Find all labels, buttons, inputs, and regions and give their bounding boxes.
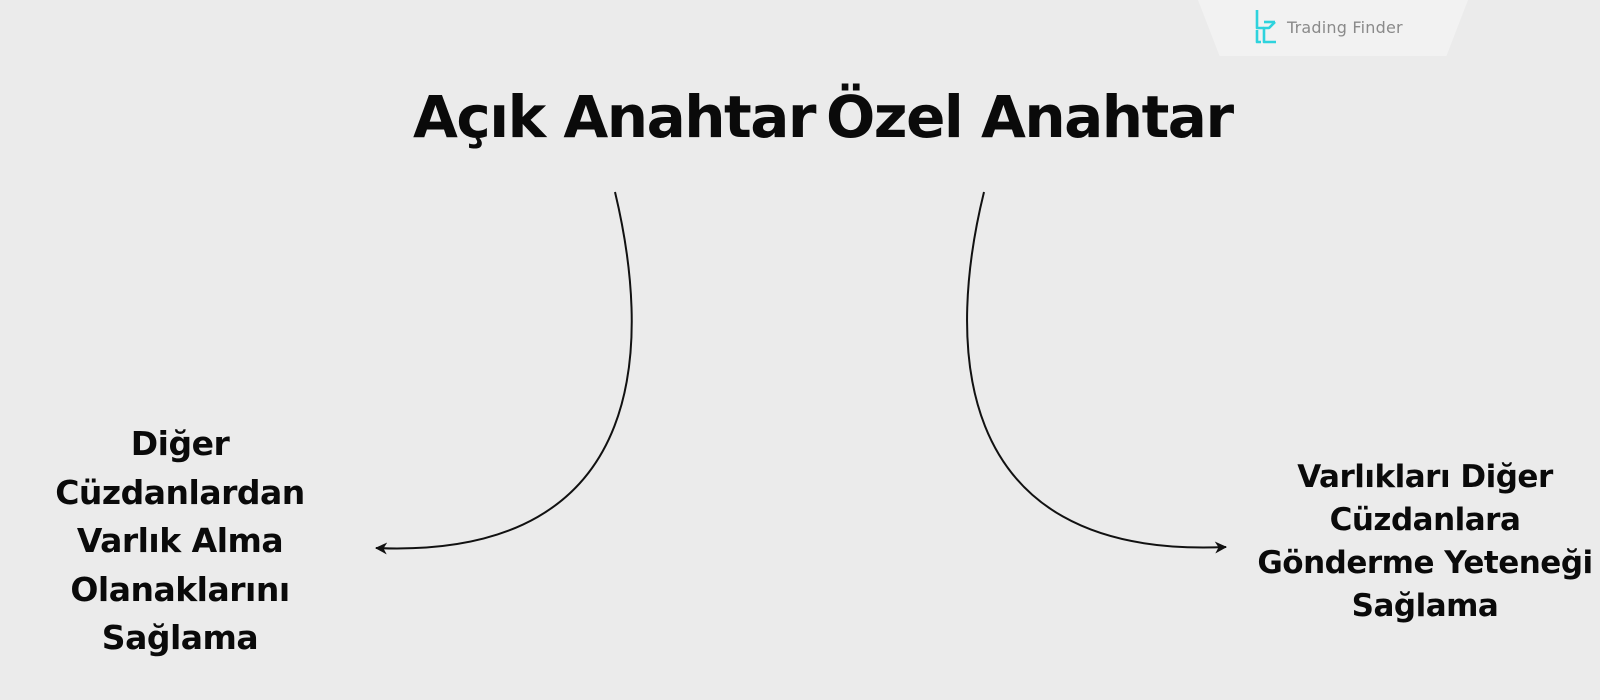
brand-badge-background [1198,0,1468,56]
brand-name: Trading Finder [1287,17,1403,37]
brand-badge: Trading Finder [1253,6,1403,48]
public-key-description-line: Olanaklarını [70,569,290,609]
public-key-arrow [375,191,633,555]
trading-finder-logo-icon [1255,10,1276,44]
private-key-description-line: Sağlama [1351,588,1499,624]
private-key-description-line: Varlıkları Diğer [1297,459,1553,495]
public-key-description-line: Cüzdanlardan [55,472,305,512]
private-key-description: Varlıkları Diğer Cüzdanlara Gönderme Yet… [1250,456,1600,628]
private-key-description-line: Gönderme Yeteneği [1257,545,1593,581]
public-key-description: Diğer Cüzdanlardan Varlık Alma Olanaklar… [30,420,330,663]
public-key-description-line: Varlık Alma [76,521,284,560]
private-key-title: Özel Anahtar [826,83,1234,151]
public-key-title: Açık Anahtar [413,83,817,151]
private-key-arrow [966,191,1227,554]
public-key-description-line: Sağlama [101,618,259,657]
private-key-description-line: Cüzdanlara [1329,502,1521,538]
public-key-description-line: Diğer [130,424,230,463]
